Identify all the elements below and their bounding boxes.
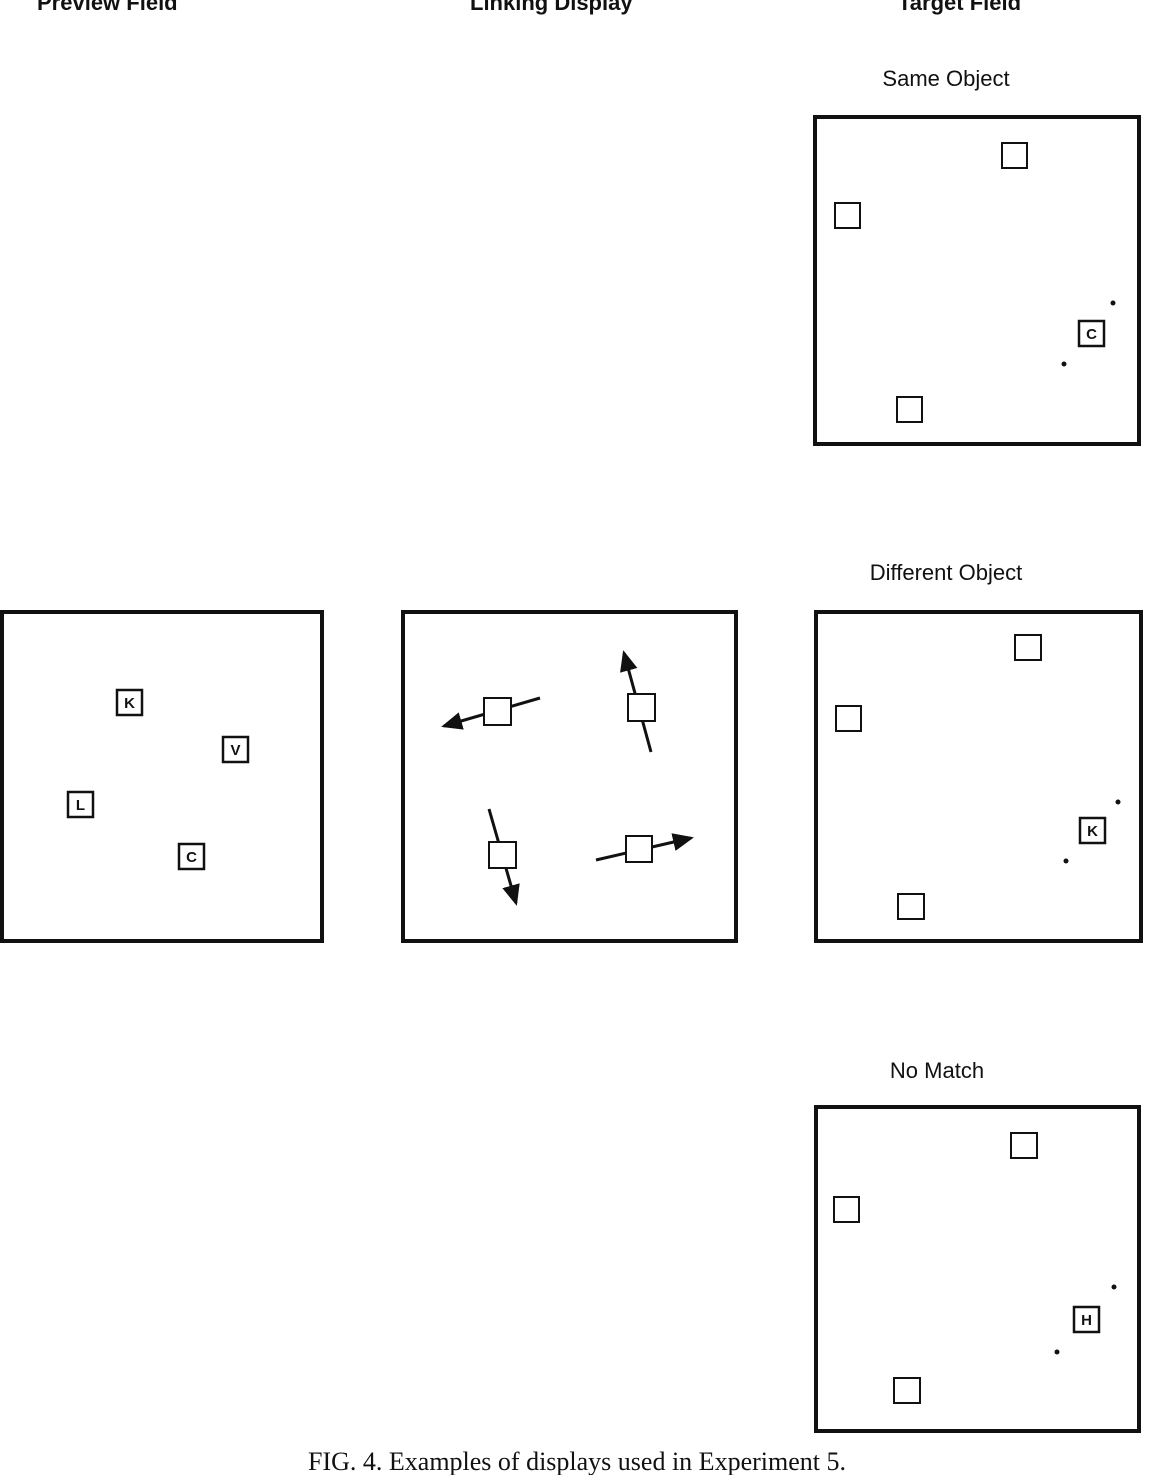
header-preview-field: Preview Field: [37, 0, 178, 15]
dot: [1063, 858, 1069, 864]
linking-box: [488, 841, 517, 869]
dot: [1061, 361, 1067, 367]
condition-label-no-match: No Match: [890, 1058, 984, 1083]
svg-text:C: C: [186, 849, 197, 866]
target-panel-no-match: H: [814, 1105, 1141, 1433]
linking-box: [625, 835, 653, 863]
preview-letter-box: C: [177, 842, 206, 871]
preview-panel: K V L C: [0, 610, 324, 943]
figure-caption: FIG. 4. Examples of displays used in Exp…: [308, 1447, 846, 1475]
linking-panel: [401, 610, 738, 943]
svg-text:H: H: [1081, 1312, 1092, 1329]
linking-box: [483, 697, 512, 726]
svg-text:L: L: [76, 797, 85, 814]
header-linking-display: Linking Display: [470, 0, 633, 15]
condition-label-same: Same Object: [882, 66, 1009, 91]
dot: [1110, 300, 1116, 306]
target-panel-different: K: [814, 610, 1143, 943]
svg-text:C: C: [1086, 326, 1097, 343]
linking-box: [627, 693, 656, 722]
dot: [1115, 799, 1121, 805]
svg-text:K: K: [1087, 823, 1098, 840]
header-target-field: Target Field: [898, 0, 1021, 15]
dot: [1054, 1349, 1060, 1355]
dot: [1111, 1284, 1117, 1290]
condition-label-different: Different Object: [870, 560, 1022, 585]
svg-text:V: V: [230, 742, 240, 759]
preview-letter-box: V: [221, 735, 250, 764]
preview-letter-box: K: [115, 688, 144, 717]
preview-letter-box: L: [66, 790, 95, 819]
target-panel-same: C: [813, 115, 1141, 446]
svg-text:K: K: [124, 695, 135, 712]
